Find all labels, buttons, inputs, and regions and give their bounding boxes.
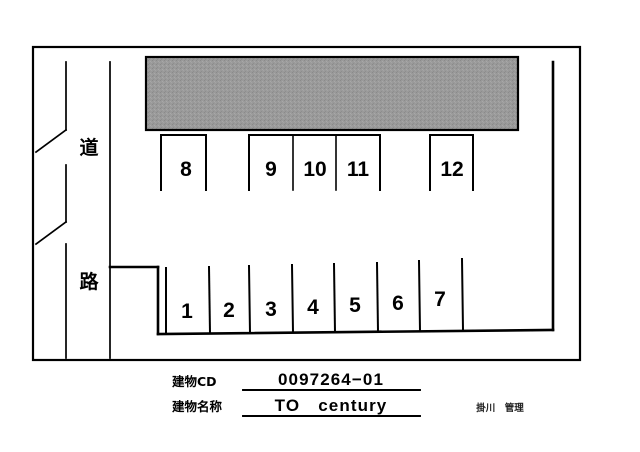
stall-divider-3-4 bbox=[290, 263, 295, 334]
outer-frame bbox=[31, 45, 582, 362]
stall-8-outline bbox=[160, 134, 207, 191]
info-block: 建物CD 0097264−01 建物名称 TO century 掛川 管理 bbox=[172, 370, 524, 417]
road-branch-lower-diagonal bbox=[34, 220, 68, 246]
stall-divider-5-6 bbox=[375, 261, 380, 333]
stall-label-3: 3 bbox=[265, 298, 277, 321]
lower-stall-group: 1 2 3 4 5 6 7 bbox=[165, 257, 465, 335]
stall-label-1: 1 bbox=[181, 300, 193, 323]
stall-label-5: 5 bbox=[349, 294, 361, 317]
building-name-label: 建物名称 bbox=[172, 399, 223, 414]
stall-divider-1-2 bbox=[207, 265, 212, 335]
building-name-value: TO century bbox=[275, 396, 388, 415]
road-character-lower: 路 bbox=[79, 270, 99, 293]
road-character-upper: 道 bbox=[79, 136, 98, 159]
stall-label-6: 6 bbox=[392, 292, 404, 315]
stall-label-7: 7 bbox=[434, 288, 446, 311]
stall-label-10: 10 bbox=[303, 158, 326, 181]
building-code-value: 0097264−01 bbox=[278, 370, 384, 389]
stall-7-right-wall bbox=[460, 257, 465, 332]
stall-label-8: 8 bbox=[180, 158, 192, 181]
stall-divider-6-7 bbox=[417, 259, 422, 333]
upper-stall-group: 8 9 10 11 12 bbox=[160, 134, 474, 191]
lot-boundary bbox=[108, 60, 555, 336]
stall-divider-2-3 bbox=[247, 264, 252, 335]
building-block bbox=[144, 55, 520, 132]
stall-label-4: 4 bbox=[307, 296, 319, 319]
stall-label-9: 9 bbox=[265, 158, 277, 181]
road-branch-upper-diagonal bbox=[34, 128, 68, 154]
stall-label-11: 11 bbox=[347, 158, 370, 181]
road-area bbox=[34, 61, 111, 359]
lot-bottom-edge bbox=[156, 328, 555, 336]
building-code-label: 建物CD bbox=[172, 374, 217, 389]
stall-label-2: 2 bbox=[223, 299, 235, 322]
stall-12-outline bbox=[429, 134, 474, 191]
stall-9-11-outline bbox=[248, 134, 381, 191]
stall-divider-4-5 bbox=[332, 262, 337, 334]
agency-label: 掛川 管理 bbox=[476, 402, 524, 414]
stall-label-12: 12 bbox=[440, 158, 463, 181]
